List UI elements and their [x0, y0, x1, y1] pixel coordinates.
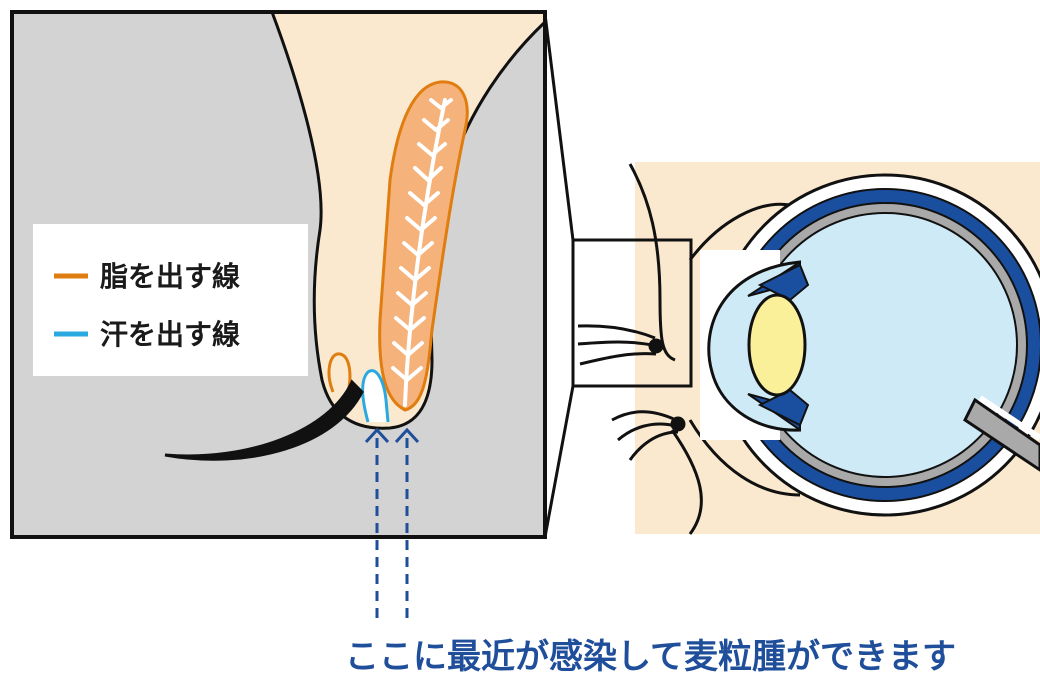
lens [749, 295, 805, 395]
legend: 脂を出す線 汗を出す線 [33, 224, 308, 376]
zoom-connector-lines [545, 14, 573, 537]
legend-label-sweat: 汗を出す線 [100, 318, 240, 351]
zoom-panel: 脂を出す線 汗を出す線 [12, 12, 545, 618]
caption: ここに最近が感染して麦粒腫ができます [345, 637, 956, 677]
legend-box [33, 224, 308, 376]
eye-panel [573, 162, 1040, 534]
legend-label-oil: 脂を出す線 [100, 260, 240, 293]
